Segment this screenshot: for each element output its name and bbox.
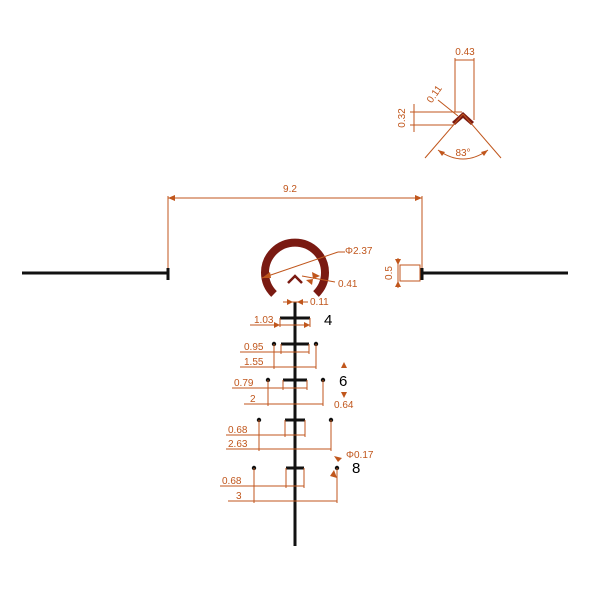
detail-width-label: 0.43 (455, 47, 475, 58)
ring-diameter-label: Φ2.37 (345, 246, 373, 257)
arrow (304, 322, 310, 328)
arrow (341, 392, 347, 398)
arrow (312, 272, 320, 279)
arrow (395, 259, 401, 265)
chevron-size-label: 0.41 (338, 279, 358, 290)
distance-label-4: 4 (324, 312, 332, 329)
arrow (262, 272, 271, 278)
dot-vertical-label: 0.64 (334, 400, 354, 411)
tick-row-3: 0.79 2 6 0.64 (232, 362, 354, 411)
center-ring: Φ2.37 0.41 (261, 238, 373, 297)
tick-row-5: 0.68 3 8 Φ0.17 (220, 450, 374, 503)
arrow (306, 279, 313, 285)
center-chevron (287, 274, 303, 284)
dot-diameter-label: Φ0.17 (346, 450, 374, 461)
arrow (287, 299, 293, 305)
post-height-label: 0.5 (384, 266, 395, 280)
dim-line (437, 99, 459, 117)
distance-label-8: 8 (352, 460, 360, 477)
detail-height-label: 0.32 (397, 108, 408, 128)
tick-width-label: 0.68 (222, 476, 242, 487)
dot-spacing-label: 3 (236, 491, 242, 502)
span-dimension: 9.2 (167, 184, 423, 268)
dot-spacing-label: 2.63 (228, 439, 248, 450)
arrow (334, 456, 342, 462)
detail-stroke-label: 0.11 (425, 83, 445, 105)
dim-line (301, 275, 336, 283)
post-height-dimension: 0.5 (384, 258, 421, 288)
chevron-detail: 0.43 0.11 0.32 83° (397, 47, 502, 160)
arrow (481, 150, 488, 156)
dot-spacing-label: 2 (250, 394, 256, 405)
tick-row-2: 0.95 1.55 (240, 341, 319, 369)
arrow (274, 322, 280, 328)
line-width-label: 0.11 (310, 297, 329, 308)
ext-line (424, 113, 464, 159)
ring-arc (261, 238, 329, 297)
arrow (330, 470, 337, 478)
detail-angle-label: 83° (455, 148, 470, 159)
dim-line (261, 251, 339, 279)
tick-row-4: 0.68 2.63 (226, 417, 334, 451)
post-box (399, 264, 421, 282)
dot-spacing-label: 1.55 (244, 357, 264, 368)
arrow (341, 362, 347, 368)
tick-row-1: 1.03 4 (250, 312, 332, 329)
ext-line (462, 113, 502, 159)
tick-width-label: 0.68 (228, 425, 248, 436)
line-width-dimension: 0.11 (283, 297, 329, 308)
arrow (438, 150, 445, 156)
span-label: 9.2 (283, 184, 297, 195)
tick-width-label: 1.03 (254, 315, 274, 326)
tick-width-label: 0.95 (244, 342, 264, 353)
tick-width-label: 0.79 (234, 378, 254, 389)
arrow (168, 195, 175, 201)
distance-label-6: 6 (339, 373, 347, 390)
arrow (415, 195, 422, 201)
chevron-detail-shape (452, 112, 474, 125)
arrow (297, 299, 303, 305)
arrow (395, 281, 401, 287)
horizontal-bars (22, 268, 568, 280)
